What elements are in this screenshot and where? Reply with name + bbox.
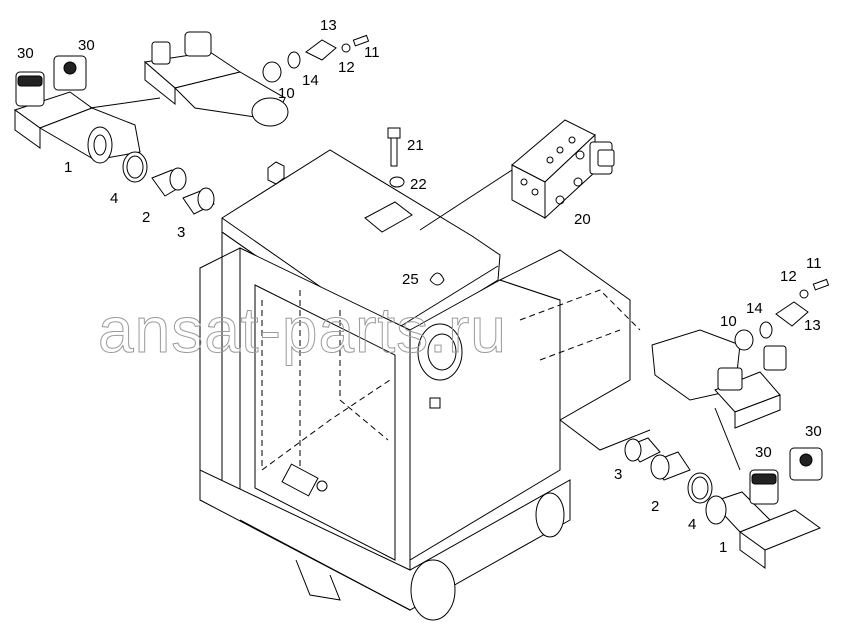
callout-22: 22 bbox=[410, 176, 427, 193]
pivot-assembly-upper bbox=[13, 31, 289, 164]
cover-13-lower bbox=[775, 301, 809, 327]
callout-4: 4 bbox=[110, 190, 118, 207]
callout-21: 21 bbox=[407, 137, 424, 154]
callout-13: 13 bbox=[320, 17, 337, 34]
bushing-2-upper bbox=[151, 167, 187, 197]
bolt-11-upper bbox=[352, 34, 370, 47]
callout-10: 10 bbox=[278, 85, 295, 102]
callout-2: 2 bbox=[651, 498, 659, 515]
callout-30: 30 bbox=[78, 37, 95, 54]
callout-11: 11 bbox=[364, 44, 380, 61]
watermark-text: ansat-parts.ru bbox=[98, 294, 507, 366]
callout-2: 2 bbox=[142, 209, 150, 226]
bolt-11-lower bbox=[812, 278, 830, 291]
bushing-2-lower bbox=[650, 451, 691, 481]
washer-12-upper bbox=[341, 43, 351, 53]
pivot-assembly-lower bbox=[651, 329, 823, 569]
plug-10-lower bbox=[734, 329, 754, 351]
callout-30: 30 bbox=[755, 444, 772, 461]
callout-10: 10 bbox=[720, 313, 737, 330]
callout-12: 12 bbox=[338, 59, 355, 76]
main-frame bbox=[199, 149, 651, 621]
callout-12: 12 bbox=[780, 268, 797, 285]
callout-3: 3 bbox=[177, 224, 185, 241]
callout-3: 3 bbox=[614, 466, 622, 483]
callout-13: 13 bbox=[804, 317, 821, 334]
leader-line bbox=[419, 169, 513, 231]
callout-11: 11 bbox=[806, 255, 822, 272]
callout-1: 1 bbox=[719, 539, 727, 556]
washer-22 bbox=[389, 176, 405, 188]
oring-14-upper bbox=[287, 51, 301, 69]
plug-10-upper bbox=[262, 61, 282, 83]
leader-line bbox=[89, 97, 161, 109]
callout-1: 1 bbox=[64, 159, 72, 176]
callout-30: 30 bbox=[805, 423, 822, 440]
washer-12-lower bbox=[799, 289, 809, 299]
callout-4: 4 bbox=[688, 516, 696, 533]
callout-labels: 30 30 1 4 2 3 13 11 12 14 10 21 22 20 25… bbox=[17, 17, 822, 556]
leader-line bbox=[714, 407, 741, 471]
callout-25: 25 bbox=[402, 271, 419, 288]
cover-13-upper bbox=[305, 39, 337, 61]
bushing-3-lower bbox=[624, 437, 661, 463]
bushing-3-upper bbox=[182, 187, 215, 215]
oring-14-lower bbox=[759, 321, 773, 339]
callout-14: 14 bbox=[746, 300, 763, 317]
clip-25 bbox=[429, 272, 445, 286]
callout-14: 14 bbox=[302, 72, 319, 89]
bolt-21 bbox=[387, 127, 401, 167]
callout-20: 20 bbox=[574, 211, 591, 228]
valve-block bbox=[511, 119, 615, 220]
callout-30: 30 bbox=[17, 45, 34, 62]
